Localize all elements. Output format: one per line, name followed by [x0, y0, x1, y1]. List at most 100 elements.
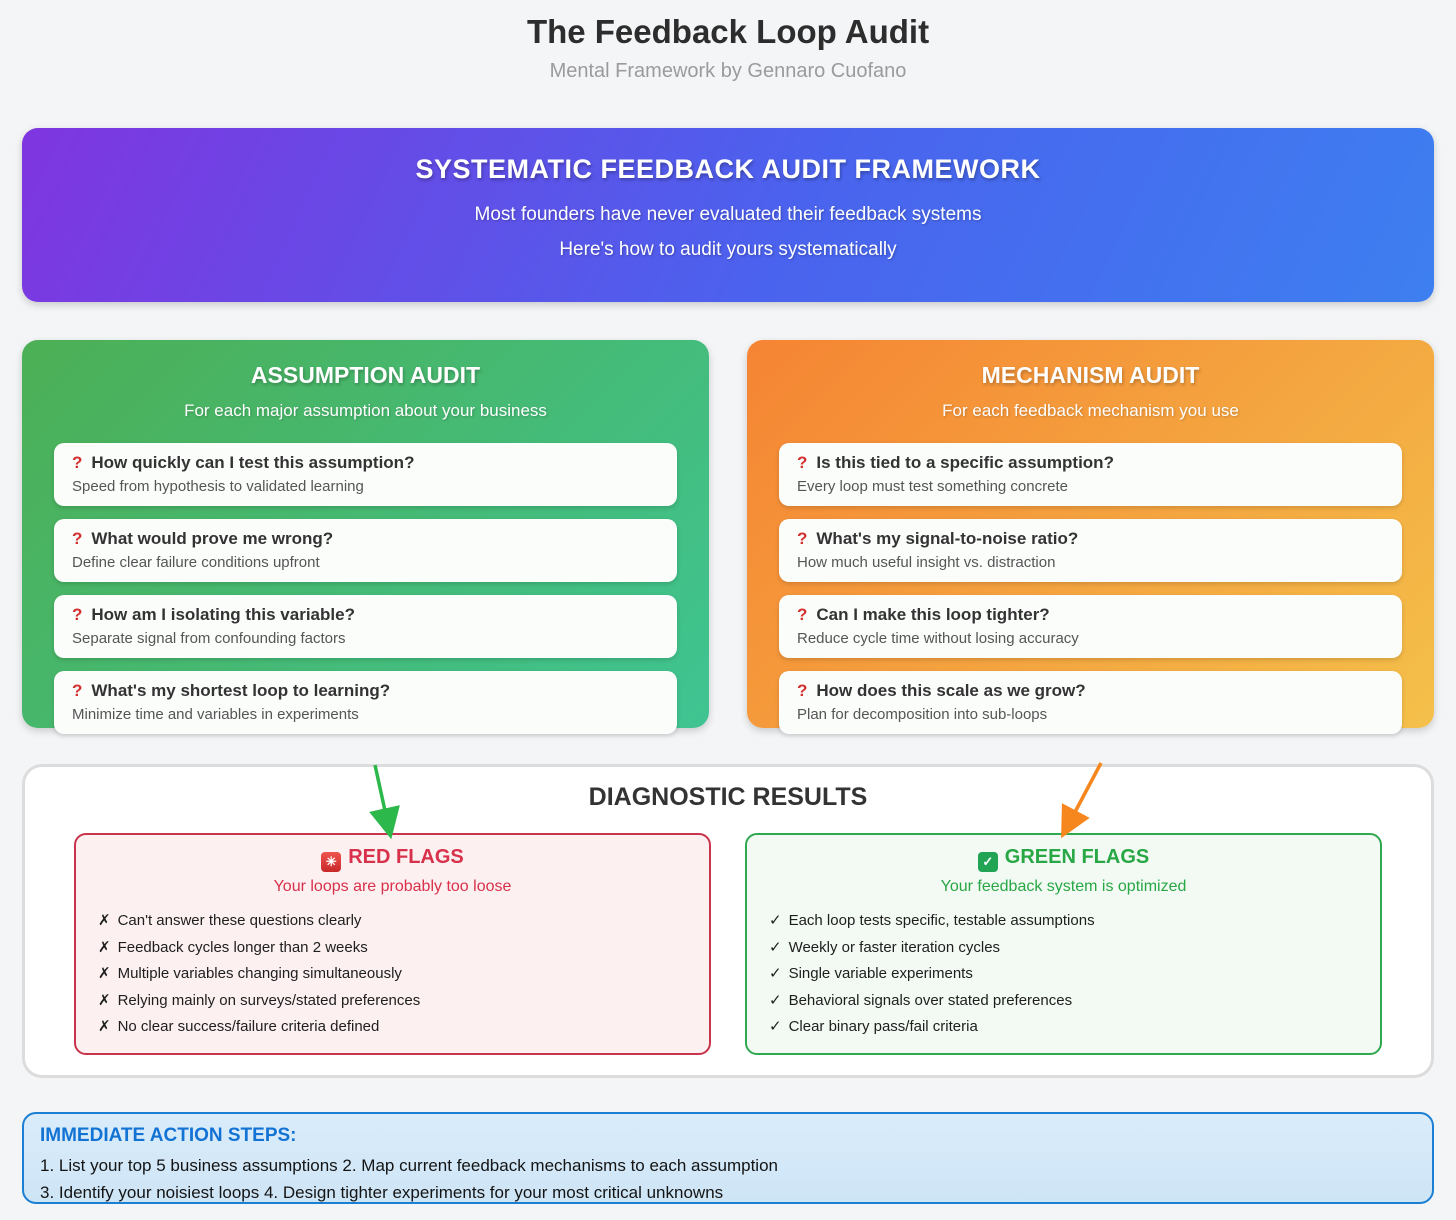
question-card: ? How am I isolating this variable? Separ…	[54, 595, 677, 658]
list-item: ✗ No clear success/failure criteria defin…	[98, 1014, 709, 1041]
question-mark-icon: ?	[72, 605, 83, 624]
red-flags-subtitle: Your loops are probably too loose	[273, 878, 512, 895]
check-bullet-icon: ✓	[769, 912, 782, 929]
banner-line-1: Most founders have never evaluated their…	[474, 204, 982, 225]
list-item: ✗ Feedback cycles longer than 2 weeks	[98, 935, 709, 962]
question-text: ?How does this scale as we grow?	[797, 679, 1384, 703]
list-item: ✓ Weekly or faster iteration cycles	[769, 935, 1380, 962]
question-card: ?How does this scale as we grow? Plan fo…	[779, 671, 1402, 734]
page-title: The Feedback Loop Audit	[526, 13, 930, 50]
question-mark-icon: ?	[797, 681, 808, 700]
question-label: Can I make this loop tighter?	[816, 605, 1050, 624]
cross-bullet-icon: ✗	[98, 912, 111, 929]
question-label: What's my signal-to-noise ratio?	[816, 529, 1079, 548]
question-text: ? What's my signal-to-noise ratio?	[797, 527, 1384, 551]
list-item-text: Each loop tests specific, testable assum…	[788, 912, 1095, 929]
question-card: ? Can I make this loop tighter? Reduce cy…	[779, 595, 1402, 658]
question-mark-icon: ?	[72, 529, 83, 548]
check-mark-button-icon: ✓	[977, 852, 998, 872]
green-flags-box: ✓ GREEN FLAGS Your feedback system is opt…	[745, 833, 1382, 1055]
question-mark-icon: ?	[72, 453, 83, 472]
assumption-audit-subtitle: For each major assumption about your bus…	[184, 401, 547, 420]
mechanism-audit-subtitle: For each feedback mechanism you use	[942, 401, 1239, 420]
list-item: ✗ Relying mainly on surveys/stated prefer…	[98, 988, 709, 1015]
cross-bullet-icon: ✗	[98, 938, 111, 956]
question-text: ? Is this tied to a specific assumption?	[797, 451, 1384, 475]
action-steps-title: IMMEDIATE ACTION STEPS:	[40, 1125, 297, 1146]
question-card: ? What would prove me wrong? Define clear…	[54, 519, 677, 582]
check-bullet-icon: ✓	[769, 1018, 782, 1035]
green-flags-title-text: GREEN FLAGS	[1004, 846, 1150, 868]
list-item-text: No clear success/failure criteria define…	[117, 1018, 380, 1035]
question-label: How quickly can I test this assumption?	[91, 453, 415, 472]
green-flags-title: ✓ GREEN FLAGS	[747, 846, 1380, 872]
list-item-text: Single variable experiments	[788, 965, 973, 982]
list-item-text: Clear binary pass/fail criteria	[788, 1018, 978, 1035]
mechanism-audit-panel: MECHANISM AUDIT For each feedback mechan…	[747, 340, 1434, 734]
list-item: ✗ Multiple variables changing simultaneou…	[98, 961, 709, 988]
question-text: ? How am I isolating this variable?	[72, 603, 659, 627]
list-item-text: Weekly or faster iteration cycles	[788, 938, 1001, 956]
list-item: ✓ Behavioral signals over stated preferen…	[769, 988, 1380, 1015]
assumption-audit-panel: ASSUMPTION AUDIT For each major assumpti…	[22, 340, 709, 734]
page-subtitle: Mental Framework by Gennaro Cuofano	[549, 60, 907, 82]
question-label: Is this tied to a specific assumption?	[816, 453, 1114, 472]
question-text: ? What would prove me wrong?	[72, 527, 659, 551]
diagnostic-title: DIAGNOSTIC RESULTS	[588, 783, 868, 811]
flag-row: ✳RED FLAGS Your loops are probably too l…	[25, 833, 1431, 1055]
question-description: Separate signal from confounding factors	[72, 630, 346, 647]
red-flags-title: ✳RED FLAGS	[76, 846, 709, 872]
cross-bullet-icon: ✗	[98, 965, 111, 982]
question-mark-icon: ?	[797, 453, 808, 472]
question-mark-icon: ?	[797, 529, 808, 548]
list-item-text: Feedback cycles longer than 2 weeks	[117, 938, 368, 956]
question-label: What's my shortest loop to learning?	[91, 681, 391, 700]
action-steps-line-2: 3. Identify your noisiest loops 4. Desig…	[40, 1183, 724, 1202]
red-flags-list: ✗ Can't answer these questions clearly ✗ F…	[98, 908, 709, 1041]
list-item: ✓ Single variable experiments	[769, 961, 1380, 988]
question-text: ? Can I make this loop tighter?	[797, 603, 1384, 627]
question-mark-icon: ?	[797, 605, 808, 624]
page-header: The Feedback Loop Audit Mental Framework…	[0, 0, 1456, 88]
list-item-text: Relying mainly on surveys/stated prefere…	[117, 991, 421, 1009]
list-item-text: Multiple variables changing simultaneous…	[117, 965, 402, 982]
red-flags-box: ✳RED FLAGS Your loops are probably too l…	[74, 833, 711, 1055]
question-card: ? What's my shortest loop to learning? Mi…	[54, 671, 677, 734]
question-label: What would prove me wrong?	[91, 529, 334, 548]
question-description: Every loop must test something concrete	[797, 478, 1068, 495]
question-text: ? How quickly can I test this assumption?	[72, 451, 659, 475]
banner-line-2: Here's how to audit yours systematically	[559, 239, 897, 260]
question-label: How am I isolating this variable?	[91, 605, 355, 624]
cross-bullet-icon: ✗	[98, 991, 111, 1009]
check-bullet-icon: ✓	[769, 938, 782, 956]
assumption-audit-title: ASSUMPTION AUDIT	[250, 362, 481, 388]
diagnostic-results-section: DIAGNOSTIC RESULTS ✳RED FLAGS Your loops…	[22, 762, 1434, 1078]
cross-bullet-icon: ✗	[98, 1018, 111, 1035]
question-mark-icon: ?	[72, 681, 83, 700]
question-card: ? How quickly can I test this assumption?…	[54, 443, 677, 506]
question-card: ?Is this tied to a specific assumption? …	[779, 443, 1402, 506]
question-card: ? What's my signal-to-noise ratio? How mu…	[779, 519, 1402, 582]
list-item-text: Can't answer these questions clearly	[117, 912, 362, 929]
question-description: Reduce cycle time without losing accurac…	[797, 630, 1079, 647]
list-item: ✗ Can't answer these questions clearly	[98, 908, 709, 935]
framework-banner: SYSTEMATIC FEEDBACK AUDIT FRAMEWORK Most…	[22, 128, 1434, 302]
list-item: ✓ Clear binary pass/fail criteria	[769, 1014, 1380, 1041]
question-text: ? What's my shortest loop to learning?	[72, 679, 659, 703]
banner-title: SYSTEMATIC FEEDBACK AUDIT FRAMEWORK	[415, 154, 1041, 184]
green-flags-subtitle: Your feedback system is optimized	[940, 878, 1187, 895]
mechanism-audit-title: MECHANISM AUDIT	[981, 362, 1200, 388]
list-item-text: Behavioral signals over stated preferenc…	[788, 991, 1073, 1009]
question-description: Speed from hypothesis to validated learn…	[72, 478, 364, 495]
list-item: ✓ Each loop tests specific, testable assu…	[769, 908, 1380, 935]
immediate-action-steps-box: IMMEDIATE ACTION STEPS: 1. List your top…	[22, 1112, 1434, 1204]
question-description: Minimize time and variables in experimen…	[72, 706, 359, 723]
check-bullet-icon: ✓	[769, 991, 782, 1009]
question-description: Define clear failure conditions upfront	[72, 554, 320, 571]
check-bullet-icon: ✓	[769, 965, 782, 982]
audit-columns: ASSUMPTION AUDIT For each major assumpti…	[22, 340, 1434, 734]
action-steps-line-1: 1. List your top 5 business assumptions …	[40, 1156, 778, 1175]
question-description: Plan for decomposition into sub-loops	[797, 706, 1048, 723]
red-flags-title-text: RED FLAGS	[348, 846, 464, 868]
question-description: How much useful insight vs. distraction	[797, 554, 1056, 571]
